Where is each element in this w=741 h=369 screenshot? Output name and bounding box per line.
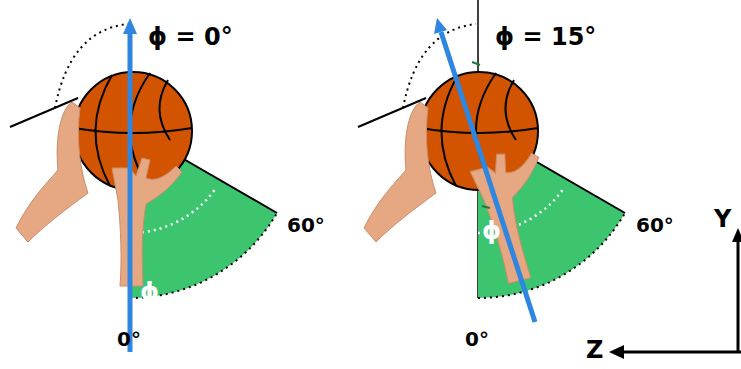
angle-title: ϕ = 15° — [495, 24, 596, 50]
arrow-head — [123, 18, 137, 34]
shot-direction-arrow — [441, 32, 535, 322]
axes — [609, 228, 741, 359]
angle-mark: 60° — [287, 214, 325, 236]
guide-hand — [364, 102, 436, 242]
right-panel — [358, 0, 625, 322]
shot-direction-arrow — [128, 32, 133, 352]
angle-mark: 60° — [636, 214, 674, 236]
sector-arc — [478, 213, 625, 298]
angle-mark: 0° — [465, 328, 489, 350]
y-axis — [737, 240, 740, 352]
axis-label: Z — [586, 337, 603, 363]
angle-title: ϕ = 0° — [148, 24, 233, 50]
arrow-head — [434, 18, 447, 34]
axis-label: Y — [714, 206, 731, 232]
guide-hand — [16, 102, 88, 242]
z-axis-head — [609, 345, 624, 359]
shooting-hand — [112, 158, 182, 286]
angle-mark: 0° — [117, 328, 141, 350]
left-panel — [10, 18, 277, 352]
z-axis — [622, 351, 741, 354]
phi-symbol: ϕ — [140, 279, 159, 305]
y-axis-head — [732, 228, 741, 242]
phi-symbol: ϕ — [482, 218, 501, 244]
